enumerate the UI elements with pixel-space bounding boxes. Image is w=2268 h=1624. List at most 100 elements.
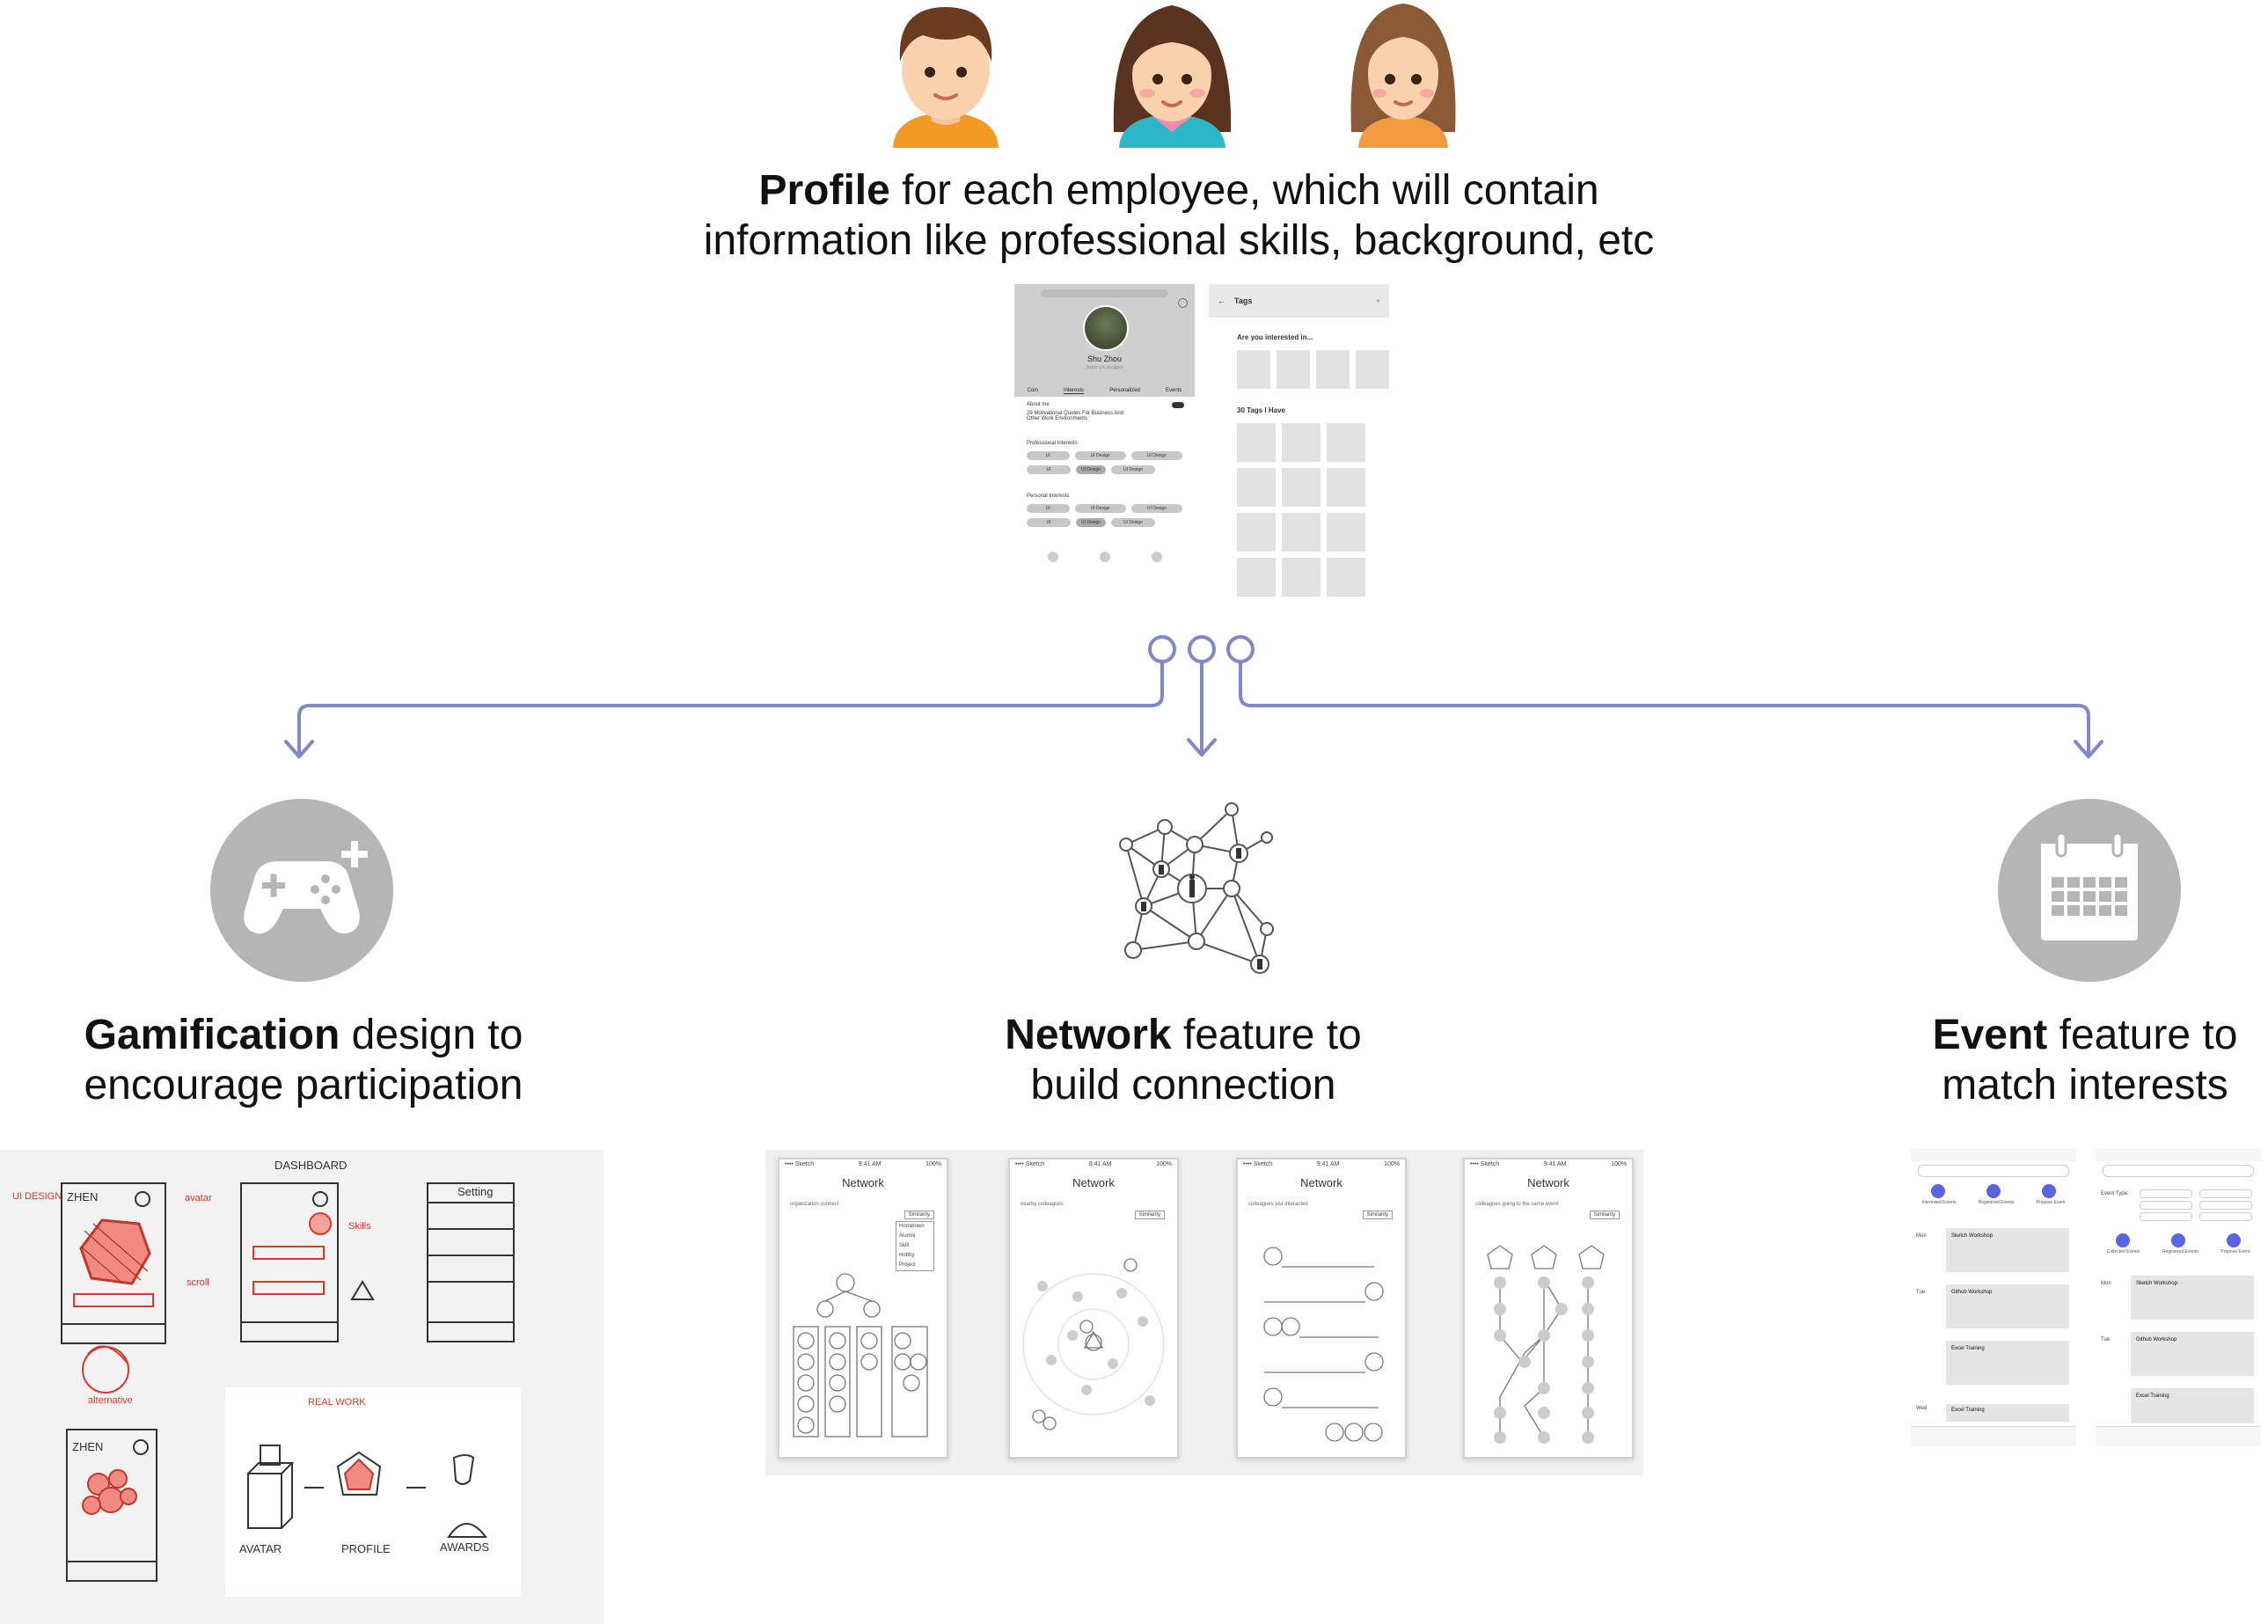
chip[interactable]: UI Design: [1074, 451, 1126, 460]
about-text-2: Other Work Environments: [1027, 416, 1087, 421]
bottom-nav[interactable]: [2096, 1426, 2261, 1446]
status-battery: 100%: [1384, 1161, 1400, 1167]
chip[interactable]: UI Design: [1074, 504, 1126, 513]
chip[interactable]: UI Design: [1076, 518, 1106, 527]
chip[interactable]: UI: [1027, 451, 1070, 460]
profile-caption-rest: for each employee, which will contain: [889, 167, 1599, 214]
tab-personalized[interactable]: Personalized: [1109, 388, 1140, 393]
sketch-profile: PROFILE: [341, 1542, 391, 1555]
status-carrier: •••• Sketch: [1243, 1161, 1273, 1167]
tag-tile[interactable]: [1237, 513, 1276, 552]
nav-dot-icon[interactable]: [1151, 552, 1162, 562]
day-label: Wed: [1916, 1406, 1928, 1411]
tag-tile[interactable]: [1327, 558, 1365, 596]
tag-tile[interactable]: [1237, 350, 1270, 389]
edit-tab-icon[interactable]: [2226, 1233, 2241, 1247]
tab-interests[interactable]: Interests: [1064, 387, 1085, 394]
tag-tile[interactable]: [1282, 423, 1321, 462]
event-card[interactable]: Excel Training: [1946, 1341, 2069, 1385]
tags-screen: ← Tags + Are you interested in... 30 Tag…: [1209, 284, 1389, 603]
event-screen-2: Event Type: Collected Events Registered …: [2096, 1149, 2261, 1446]
tab-propose[interactable]: Propose Event: [2036, 1200, 2066, 1205]
check-tab-icon[interactable]: [1986, 1184, 2001, 1198]
sort-options[interactable]: Hometown Alumni Skill Hobby Project: [896, 1221, 934, 1271]
chip[interactable]: UI: [1027, 465, 1071, 474]
search-icon[interactable]: [2103, 1165, 2254, 1177]
event-card[interactable]: Sketch Workshop: [1946, 1228, 2069, 1272]
tag-tile[interactable]: [1282, 468, 1321, 507]
org-tree: [793, 1273, 928, 1437]
sort-option[interactable]: Hometown: [899, 1224, 925, 1229]
svg-text:REAL WORK: REAL WORK: [308, 1397, 366, 1408]
sort-option[interactable]: Alumni: [899, 1233, 916, 1239]
sort-dropdown[interactable]: Similarity: [904, 1211, 934, 1219]
event-card-title: Sketch Workshop: [2136, 1281, 2177, 1286]
tab-coin[interactable]: Coin: [1027, 388, 1038, 393]
calendar-icon: [1998, 799, 2181, 982]
filter-chip[interactable]: [2140, 1201, 2192, 1210]
tag-tile[interactable]: [1327, 423, 1365, 462]
day-label: Mon: [1916, 1233, 1927, 1239]
sketch-setting: Setting: [457, 1185, 493, 1198]
chip[interactable]: UI Design: [1130, 504, 1182, 513]
status-carrier: •••• Sketch: [1015, 1161, 1045, 1167]
chip[interactable]: UI: [1027, 504, 1070, 513]
day-label: Mon: [2101, 1281, 2111, 1286]
filter-chip[interactable]: [2199, 1212, 2252, 1221]
tag-tile[interactable]: [1237, 423, 1276, 462]
filter-chip[interactable]: [2199, 1189, 2252, 1198]
sort-dropdown[interactable]: Similarity: [1134, 1211, 1165, 1219]
network-rest: feature to: [1171, 1012, 1362, 1058]
tag-tile[interactable]: [1237, 558, 1276, 596]
tag-tile[interactable]: [1277, 350, 1310, 389]
tab-registered[interactable]: Registered Events: [1978, 1200, 2015, 1205]
chip[interactable]: UI Design: [1111, 465, 1155, 474]
bottom-nav[interactable]: [1911, 1426, 2076, 1446]
event-card[interactable]: Excel Training: [1946, 1404, 2069, 1422]
event-screen-1: Interested Events Registered Events Prop…: [1911, 1149, 2076, 1446]
tag-tile[interactable]: [1327, 468, 1365, 507]
event-card[interactable]: Github Workshop: [2131, 1332, 2254, 1376]
tag-tile[interactable]: [1327, 513, 1365, 552]
sort-option[interactable]: Skill: [899, 1243, 910, 1248]
tag-tile[interactable]: [1237, 468, 1276, 507]
event-card[interactable]: Github Workshop: [1946, 1284, 2069, 1328]
day-label: Tue: [2101, 1337, 2111, 1342]
nav-dot-icon[interactable]: [1047, 552, 1058, 562]
tag-tile[interactable]: [1282, 513, 1321, 552]
sort-dropdown[interactable]: Similarity: [1589, 1211, 1620, 1219]
edit-tab-icon[interactable]: [2041, 1184, 2056, 1198]
filter-chip[interactable]: [2199, 1201, 2252, 1210]
search-icon[interactable]: [1918, 1165, 2069, 1177]
profile-role: Junior UX designer: [1086, 365, 1123, 370]
toggle-switch[interactable]: [1172, 402, 1184, 408]
chip[interactable]: UI: [1027, 518, 1071, 527]
tab-events[interactable]: Events: [1166, 388, 1182, 393]
filter-chip[interactable]: [2140, 1212, 2192, 1221]
sort-dropdown[interactable]: Similarity: [1362, 1211, 1393, 1219]
event-card[interactable]: Sketch Workshop: [2131, 1276, 2254, 1320]
tag-tile[interactable]: [1282, 558, 1321, 596]
tab-propose[interactable]: Propose Event: [2220, 1249, 2250, 1255]
avatar-boy-icon: [893, 7, 999, 148]
sort-option[interactable]: Project: [899, 1262, 916, 1268]
tag-tile[interactable]: [1356, 350, 1389, 389]
chip[interactable]: UI Design: [1111, 518, 1155, 527]
heart-tab-icon[interactable]: [1931, 1184, 1946, 1198]
nav-dot-icon[interactable]: [1099, 552, 1110, 562]
back-arrow-icon[interactable]: ←: [1218, 296, 1225, 305]
tag-tile[interactable]: [1316, 350, 1350, 389]
tab-registered[interactable]: Registered Events: [2162, 1249, 2198, 1255]
check-tab-icon[interactable]: [2170, 1233, 2185, 1247]
tab-interested[interactable]: Interested Events: [1921, 1200, 1957, 1205]
add-icon[interactable]: +: [1375, 296, 1380, 305]
sort-option[interactable]: Hobby: [899, 1253, 915, 1258]
chip[interactable]: UI Design: [1130, 451, 1182, 460]
heart-tab-icon[interactable]: [2116, 1233, 2131, 1247]
event-card[interactable]: Excel Training: [2131, 1388, 2254, 1423]
chip[interactable]: UI Design: [1076, 465, 1106, 474]
filter-chip[interactable]: [2140, 1189, 2192, 1198]
tab-collected[interactable]: Collected Events: [2106, 1249, 2140, 1255]
gear-icon[interactable]: [1178, 298, 1188, 308]
